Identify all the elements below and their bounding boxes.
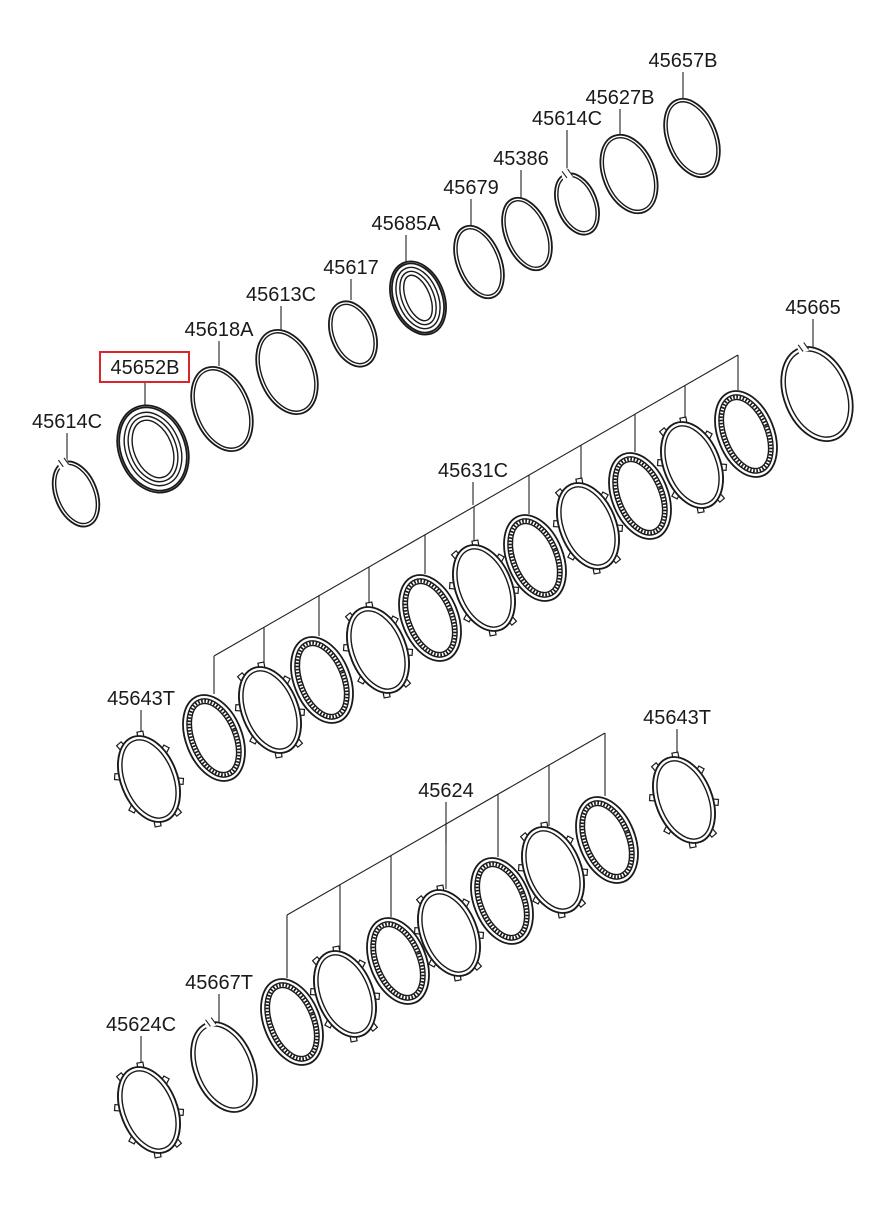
part-labels: 45657B 45627B 45614C 45386 45679 45685A … [32,50,841,1036]
plate-45631C-7 [503,514,567,602]
label-45665[interactable]: 45665 [785,297,841,319]
ring-45667T [190,1016,258,1113]
label-45618A[interactable]: 45618A [185,319,255,341]
plate-45631C-2 [234,661,306,759]
ring-45657B [663,97,721,179]
plate-45624-5 [470,857,534,945]
parts [51,97,854,1159]
plate-45631C-1 [182,694,246,782]
label-45624[interactable]: 45624 [418,780,474,802]
plate-45624-6 [517,821,589,919]
plate-45631C-10 [656,416,728,514]
ring-45627B [599,133,659,215]
plate-45624-3 [366,917,430,1005]
label-45624C[interactable]: 45624C [106,1014,176,1036]
ring-45618A [190,365,254,453]
plate-45631C-4 [342,601,414,699]
plate-45631C-8 [552,477,624,575]
ring-45386 [501,196,553,272]
plate-45631C-11 [714,390,778,478]
plate-45624C [113,1061,185,1159]
ring-45679 [453,224,505,300]
label-45643T-right[interactable]: 45643T [643,707,711,729]
ring-45614C-top [554,167,600,236]
label-45617[interactable]: 45617 [323,257,379,279]
label-45667T[interactable]: 45667T [185,972,253,994]
plate-45624-4 [413,884,485,982]
label-45627B[interactable]: 45627B [586,87,655,109]
label-45613C[interactable]: 45613C [246,284,316,306]
label-45614C-left[interactable]: 45614C [32,411,102,433]
label-45386[interactable]: 45386 [493,148,549,170]
highlight-box [99,351,190,383]
leader-45631C-bus [213,354,739,657]
plate-45631C-3 [290,636,354,724]
plate-45643T-left [113,730,185,828]
plate-45624-2 [309,945,381,1043]
label-45631C[interactable]: 45631C [438,460,508,482]
ring-45652B [116,404,190,494]
label-45652B[interactable]: 45652B [111,357,180,379]
label-45657B[interactable]: 45657B [649,50,718,72]
ring-45685A [389,260,447,336]
plate-45624-1 [260,978,324,1066]
ring-45665 [780,341,854,442]
label-45614C-top[interactable]: 45614C [532,108,602,130]
plate-45624-7 [575,796,639,884]
ring-45613C [255,328,319,416]
ring-45614C-left [51,456,101,528]
plate-45631C-9 [608,452,672,540]
plate-45643T-right [648,751,720,849]
plate-45631C-6 [448,539,520,637]
plate-45631C-5 [398,574,462,662]
ring-45617 [328,300,378,368]
label-45643T-left[interactable]: 45643T [107,688,175,710]
label-45679[interactable]: 45679 [443,177,499,199]
leader-lines [66,72,814,1066]
label-45685A[interactable]: 45685A [372,213,442,235]
